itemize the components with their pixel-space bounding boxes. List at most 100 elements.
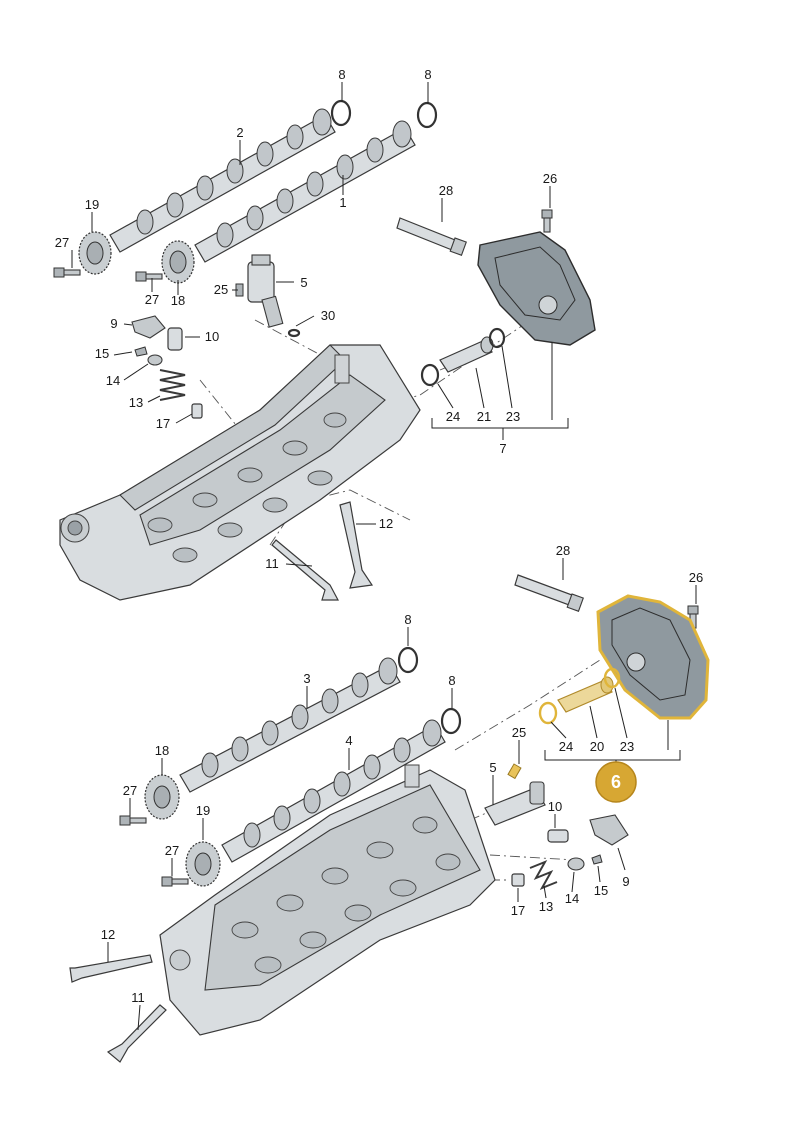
label-6-badge: 6 [611, 772, 621, 792]
label-12-lower: 12 [101, 927, 115, 942]
label-10-lower: 10 [548, 799, 562, 814]
seal-ring-8-lower-a [397, 646, 419, 674]
label-13-lower: 13 [539, 899, 553, 914]
label-27-upper-b: 27 [145, 292, 159, 307]
label-5-lower: 5 [489, 760, 496, 775]
label-17-upper: 17 [156, 416, 170, 431]
label-10-upper: 10 [205, 329, 219, 344]
bearing-sleeve-21-upper [439, 336, 494, 373]
label-15-upper: 15 [95, 346, 109, 361]
label-8-upper-a: 8 [338, 67, 345, 82]
label-24-lower: 24 [559, 739, 573, 754]
part-labels: 8 8 2 1 19 27 27 18 28 26 5 25 30 9 10 1… [55, 67, 703, 1005]
label-11-lower: 11 [131, 990, 145, 1005]
label-20: 20 [590, 739, 604, 754]
label-25-lower: 25 [512, 725, 526, 740]
o-ring-24-lower [538, 701, 558, 725]
bolt-27-lower-a [119, 815, 147, 826]
sprocket-18-lower [144, 774, 180, 820]
o-ring-23-lower [603, 667, 621, 689]
camshaft-1 [194, 120, 416, 263]
camshaft-3 [179, 657, 401, 793]
label-30: 30 [321, 308, 335, 323]
seal-ring-8-lower-b [440, 707, 462, 735]
timing-cover-lower-highlighted [596, 594, 710, 720]
label-4: 4 [345, 733, 352, 748]
seal-ring-8-upper-a [330, 99, 352, 127]
label-19-lower: 19 [196, 803, 210, 818]
label-21-upper: 21 [477, 409, 491, 424]
label-3: 3 [303, 671, 310, 686]
rocker-arm-9-upper [131, 315, 166, 339]
sprocket-19-lower [185, 841, 221, 887]
label-14-lower: 14 [565, 891, 579, 906]
label-8-lower-b: 8 [448, 673, 455, 688]
label-27-lower-b: 27 [165, 843, 179, 858]
valve-spring-13-lower [529, 860, 558, 890]
valve-spring-13-upper [159, 369, 186, 401]
label-23-upper: 23 [506, 409, 520, 424]
bolt-27-lower-b [161, 876, 189, 887]
bolt-26-upper [541, 209, 553, 233]
leader-lines [71, 82, 697, 1031]
label-15-lower: 15 [594, 883, 608, 898]
upper-cylinder-head [59, 344, 421, 601]
bolt-25-lower [507, 763, 522, 780]
sealant-tube-28-upper [396, 217, 467, 256]
timing-cover-upper [477, 231, 596, 346]
hydraulic-element-10-lower [547, 829, 569, 843]
label-2-upper: 2 [236, 125, 243, 140]
valve-stem-seal-17-lower [511, 873, 525, 887]
label-26-lower: 26 [689, 570, 703, 585]
label-17-lower: 17 [511, 903, 525, 918]
lower-cylinder-head [159, 764, 496, 1036]
label-26-upper: 26 [543, 171, 557, 186]
hydraulic-element-10-upper [167, 327, 183, 351]
label-5-upper: 5 [300, 275, 307, 290]
clip-15-upper [134, 346, 148, 357]
label-13-upper: 13 [129, 395, 143, 410]
o-ring-30 [287, 328, 301, 338]
bolt-27-upper-a [53, 267, 81, 278]
label-24-upper: 24 [446, 409, 460, 424]
label-28-upper: 28 [439, 183, 453, 198]
rocker-arm-9-lower [589, 814, 629, 846]
valve-12-upper [339, 501, 374, 589]
camshaft-4 [221, 719, 446, 863]
valve-12-lower [69, 954, 153, 983]
label-8-upper-b: 8 [424, 67, 431, 82]
sprocket-19-upper [78, 231, 112, 275]
valve-11-upper [271, 539, 339, 601]
label-12-upper: 12 [379, 516, 393, 531]
label-28-lower: 28 [556, 543, 570, 558]
label-25-upper: 25 [214, 282, 228, 297]
label-7: 7 [499, 441, 506, 456]
label-27-lower-a: 27 [123, 783, 137, 798]
camshaft-2 [109, 108, 336, 253]
o-ring-23-upper [488, 327, 506, 349]
highlight-badge [595, 761, 637, 803]
o-ring-24-upper [420, 363, 440, 387]
label-9-upper: 9 [110, 316, 117, 331]
label-11-upper: 11 [265, 556, 279, 571]
spring-seat-14-upper [147, 354, 163, 366]
lower-assembly [69, 574, 710, 1063]
label-9-lower: 9 [622, 874, 629, 889]
valve-11-lower [106, 1004, 167, 1063]
sealant-tube-28-lower [514, 574, 584, 612]
solenoid-valve-5-lower [484, 781, 546, 826]
sprocket-18-upper [161, 240, 195, 284]
seal-ring-8-upper-b [416, 101, 438, 129]
label-8-lower-a: 8 [404, 612, 411, 627]
bolt-27-upper-b [135, 271, 163, 282]
label-18-lower: 18 [155, 743, 169, 758]
label-1-upper: 1 [339, 195, 346, 210]
spring-seat-14-lower [567, 857, 585, 871]
valve-stem-seal-17-upper [191, 403, 203, 419]
solenoid-valve-5-upper [247, 254, 284, 328]
label-19-upper: 19 [85, 197, 99, 212]
clip-15-lower [591, 854, 603, 865]
label-27-upper-a: 27 [55, 235, 69, 250]
label-23-lower: 23 [620, 739, 634, 754]
